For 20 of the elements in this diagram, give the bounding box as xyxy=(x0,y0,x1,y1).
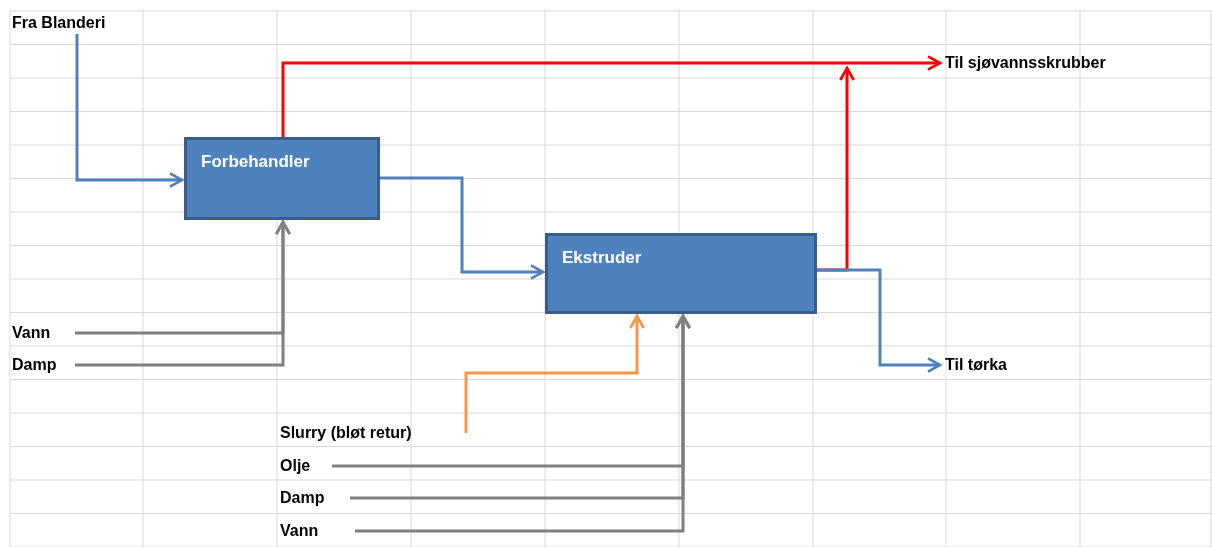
process-box xyxy=(545,233,817,314)
flow-arrow xyxy=(817,268,942,373)
stream-label: Damp xyxy=(12,356,57,373)
stream-label: Olje xyxy=(280,457,311,474)
flow-arrow xyxy=(355,314,691,533)
flow-arrow xyxy=(75,220,291,367)
flow-arrow xyxy=(281,55,942,137)
flow-arrow xyxy=(380,176,545,280)
stream-label: Slurry (bløt retur) xyxy=(280,424,412,441)
stream-label: Vann xyxy=(280,522,319,539)
stream-label: Til sjøvannsskrubber xyxy=(945,54,1106,71)
stream-label: Til tørka xyxy=(945,356,1007,373)
process-name: Forbehandler xyxy=(201,152,310,172)
stream-label: Vann xyxy=(12,324,51,341)
flow-arrow xyxy=(75,34,184,188)
process-name: Ekstruder xyxy=(562,248,642,268)
stream-label: Damp xyxy=(280,489,325,506)
stream-label: Fra Blanderi xyxy=(12,14,106,31)
flow-arrow xyxy=(464,314,645,433)
process-box xyxy=(184,137,380,220)
